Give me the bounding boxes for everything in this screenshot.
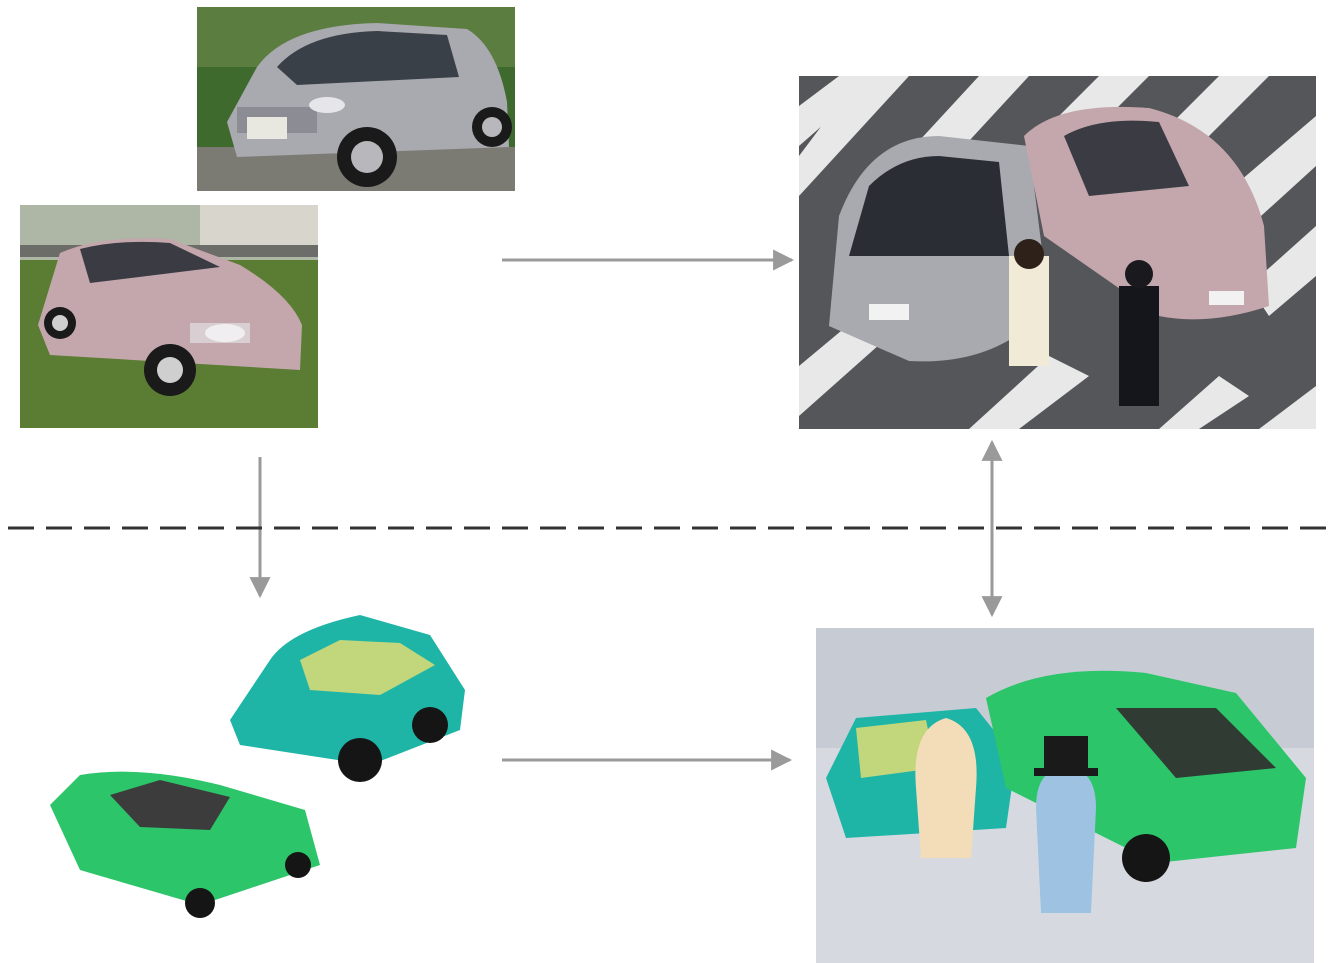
crosswalk-collision-photo <box>799 76 1316 429</box>
toy-collision-photo <box>816 628 1314 963</box>
pink-sedan-photo <box>20 205 318 428</box>
crash-scene-illustration <box>799 76 1316 429</box>
silver-hatchback-photo <box>197 7 515 191</box>
silver-hatchback-illustration <box>197 7 515 191</box>
toy-crash-scene-illustration <box>816 628 1314 963</box>
toy-cars-photo <box>40 605 470 930</box>
toy-cars-illustration <box>50 615 465 918</box>
pink-sedan-illustration <box>20 205 318 428</box>
